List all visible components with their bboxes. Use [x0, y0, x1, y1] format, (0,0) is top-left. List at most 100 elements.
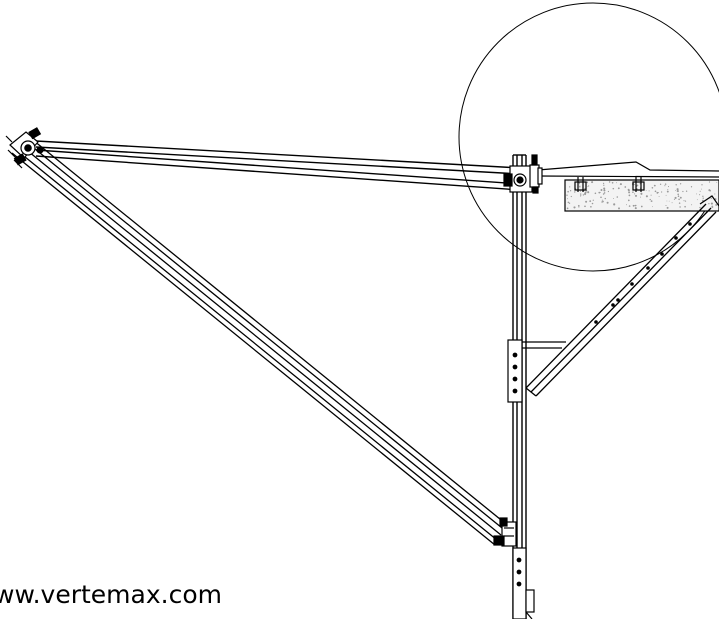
- slab-speckle: [598, 191, 601, 194]
- slab-speckle: [650, 194, 652, 196]
- slab-speckle: [640, 193, 643, 195]
- slab-speckle: [678, 198, 680, 201]
- slab-speckle: [683, 200, 685, 202]
- slab-speckle: [582, 194, 585, 196]
- slab-speckle: [696, 193, 698, 195]
- slab-speckle: [567, 198, 569, 200]
- slab-speckle: [634, 194, 638, 197]
- brace-holes: [594, 222, 692, 324]
- slab-speckle: [591, 181, 594, 184]
- slab-speckle: [715, 203, 718, 206]
- deck-plate: [537, 161, 719, 192]
- mast-base-clamp: [493, 517, 517, 547]
- slab-speckle: [676, 190, 679, 193]
- slab-speckle: [673, 198, 676, 200]
- slab-speckle: [702, 197, 704, 199]
- slab-speckle: [708, 203, 710, 205]
- slab-speckle: [606, 201, 609, 204]
- tie-bar: [35, 140, 521, 191]
- slab-speckle: [579, 185, 581, 188]
- slab-speckle: [626, 204, 627, 206]
- slab-speckle: [702, 195, 704, 197]
- slab-speckle: [611, 181, 614, 184]
- boom-tip-clamp: [5, 127, 44, 169]
- slab-speckle: [716, 181, 718, 183]
- mast-sleeve: [507, 339, 523, 403]
- slab-speckle: [627, 189, 630, 192]
- slab-speckle: [684, 205, 686, 208]
- slab-speckle: [578, 183, 580, 185]
- slab-speckle: [579, 191, 581, 192]
- slab-speckle: [603, 184, 605, 186]
- slab-speckle: [666, 190, 669, 193]
- slab-speckle: [632, 191, 634, 193]
- slab-speckle: [586, 181, 589, 184]
- slab-speckle: [660, 191, 663, 193]
- slab-speckle: [603, 189, 606, 192]
- slab-speckle: [577, 204, 580, 207]
- slab-speckle: [592, 199, 594, 201]
- slab-speckle: [617, 187, 620, 190]
- slab-speckle: [616, 196, 619, 198]
- slab-speckle: [664, 183, 667, 185]
- slab-speckle: [613, 203, 616, 206]
- slab-speckle: [600, 196, 602, 199]
- detail-callout-circle: [458, 2, 719, 272]
- slab-speckle: [659, 183, 662, 185]
- slab-speckle: [675, 184, 677, 186]
- slab-speckle: [645, 195, 648, 198]
- slab-speckle: [602, 200, 604, 203]
- slab-speckle: [628, 205, 631, 207]
- slab-speckle: [651, 186, 654, 189]
- slab-speckle: [585, 200, 588, 203]
- slab-speckle: [684, 200, 687, 202]
- slab-speckle: [601, 199, 603, 201]
- slab-speckle: [627, 199, 630, 202]
- slab-speckle: [699, 206, 701, 209]
- slab-speckle: [714, 193, 716, 195]
- slab-speckle: [682, 190, 684, 193]
- concrete-slab: [564, 179, 719, 212]
- slab-speckle: [628, 191, 631, 194]
- slab-speckle: [668, 200, 670, 202]
- slab-speckle: [666, 200, 668, 202]
- slab-speckle: [678, 202, 681, 204]
- slab-speckle: [634, 193, 636, 195]
- slab-speckle: [658, 196, 660, 198]
- slab-speckle: [676, 188, 679, 191]
- slab-speckle: [628, 194, 631, 197]
- slab-speckle: [685, 190, 688, 192]
- slab-speckle: [701, 184, 703, 186]
- diagonal-boom: [11, 135, 512, 546]
- slab-speckle: [664, 185, 666, 187]
- slab-speckle: [658, 191, 659, 193]
- slab-speckle: [710, 197, 712, 200]
- slab-speckle: [665, 194, 667, 196]
- lower-brace: [522, 195, 719, 397]
- slab-speckle: [665, 204, 667, 207]
- slab-speckle: [640, 196, 642, 198]
- slab-speckle: [691, 204, 693, 206]
- slab-speckle: [604, 197, 606, 200]
- slab-speckle: [603, 192, 606, 194]
- slab-speckle: [652, 206, 653, 208]
- slab-speckle: [616, 182, 618, 184]
- slab-speckle: [699, 190, 701, 192]
- watermark-url: ww.vertemax.com: [0, 580, 222, 609]
- slab-speckle: [567, 190, 569, 193]
- slab-speckle: [613, 198, 614, 200]
- slab-speckle: [708, 181, 711, 183]
- slab-speckle: [612, 187, 615, 190]
- slab-speckle: [574, 191, 576, 193]
- slab-speckle: [607, 190, 610, 193]
- slab-speckle: [603, 187, 606, 190]
- slab-speckle: [634, 183, 636, 185]
- slab-speckle: [568, 202, 571, 204]
- slab-speckle: [667, 186, 670, 188]
- slab-speckle: [679, 196, 682, 199]
- slab-speckle: [675, 190, 677, 192]
- slab-speckle: [653, 184, 656, 187]
- slab-speckle: [594, 192, 597, 195]
- slab-speckle: [584, 205, 586, 208]
- slab-speckle: [584, 188, 586, 190]
